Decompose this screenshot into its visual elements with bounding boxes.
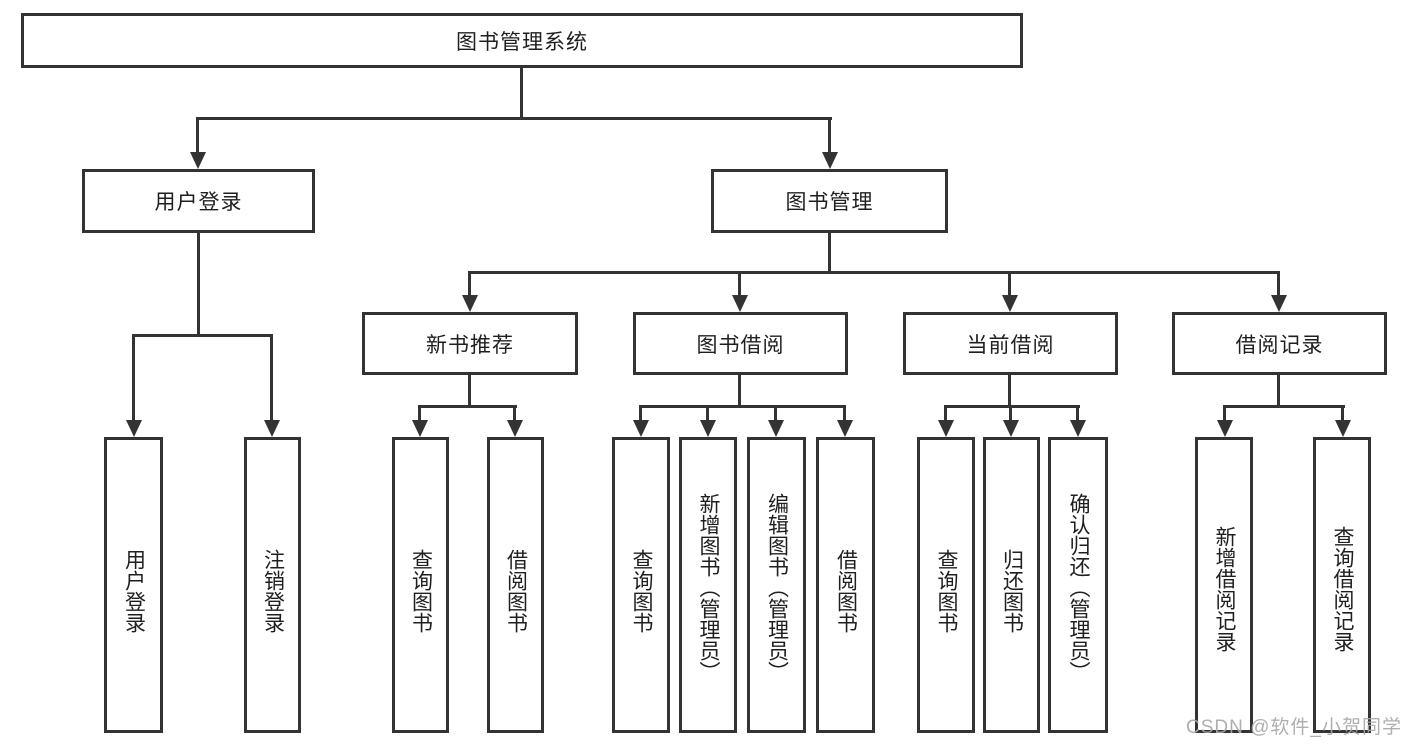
leaf-add-borrow-record-label: 新增借阅记录: [1213, 526, 1236, 652]
leaf-borrow-book-1: 借阅图书: [487, 437, 544, 733]
connector-line: [520, 68, 523, 119]
leaf-user-login: 用户登录: [104, 437, 163, 733]
node-book-borrow: 图书借阅: [633, 312, 848, 375]
connector-line: [418, 405, 517, 408]
arrowhead-down-icon: [837, 420, 853, 437]
leaf-query-book-2-label: 查询图书: [630, 549, 653, 633]
leaf-edit-book-admin-label: 编辑图书（管理员）: [765, 492, 789, 682]
connector-line: [132, 334, 135, 421]
connector-line: [132, 334, 273, 337]
leaf-borrow-book-2: 借阅图书: [816, 437, 875, 733]
connector-line: [468, 271, 1280, 274]
leaf-logout: 注销登录: [244, 437, 301, 733]
arrowhead-down-icon: [1335, 420, 1351, 437]
leaf-query-book-1-label: 查询图书: [409, 549, 433, 633]
arrowhead-down-icon: [1217, 420, 1233, 437]
connector-line: [774, 405, 777, 421]
arrowhead-down-icon: [1070, 420, 1086, 437]
arrowhead-down-icon: [462, 295, 478, 312]
leaf-query-book-2: 查询图书: [612, 437, 670, 733]
connector-line: [1223, 405, 1345, 408]
leaf-borrow-book-2-label: 借阅图书: [834, 549, 858, 633]
arrowhead-down-icon: [700, 420, 716, 437]
connector-line: [706, 405, 709, 421]
arrowhead-down-icon: [768, 420, 784, 437]
connector-line: [197, 233, 200, 337]
node-user-login: 用户登录: [82, 169, 315, 233]
connector-line: [828, 117, 831, 153]
leaf-query-book-1: 查询图书: [392, 437, 449, 733]
node-root-label: 图书管理系统: [456, 30, 588, 54]
connector-line: [639, 405, 642, 421]
leaf-query-borrow-record: 查询借阅记录: [1313, 437, 1371, 733]
node-new-book-recommend: 新书推荐: [362, 312, 578, 375]
arrowhead-down-icon: [732, 295, 748, 312]
leaf-query-borrow-record-label: 查询借阅记录: [1331, 526, 1354, 652]
connector-line: [513, 405, 516, 421]
connector-line: [196, 117, 199, 153]
arrowhead-down-icon: [507, 420, 523, 437]
leaf-add-book-admin-label: 新增图书（管理员）: [697, 492, 720, 682]
leaf-borrow-book-1-label: 借阅图书: [504, 549, 528, 633]
connector-line: [639, 405, 846, 408]
connector-line: [944, 405, 1080, 408]
leaf-query-book-3: 查询图书: [917, 437, 975, 733]
connector-line: [270, 334, 273, 421]
node-book-management: 图书管理: [711, 169, 948, 233]
connector-line: [843, 405, 846, 421]
arrowhead-down-icon: [938, 420, 954, 437]
connector-line: [468, 375, 471, 407]
connector-line: [1008, 375, 1011, 407]
arrowhead-down-icon: [1271, 295, 1287, 312]
csdn-watermark: CSDN @软件_小贺同学: [1186, 717, 1402, 738]
node-borrow-record-label: 借阅记录: [1235, 333, 1324, 357]
leaf-add-borrow-record: 新增借阅记录: [1195, 437, 1253, 733]
leaf-confirm-return-admin-label: 确认归还（管理员）: [1067, 492, 1090, 682]
leaf-return-book-label: 归还图书: [1000, 549, 1024, 633]
connector-line: [1277, 271, 1280, 296]
leaf-confirm-return-admin: 确认归还（管理员）: [1048, 437, 1108, 733]
arrowhead-down-icon: [190, 152, 206, 169]
connector-line: [1076, 405, 1079, 421]
arrowhead-down-icon: [1002, 295, 1018, 312]
node-root: 图书管理系统: [21, 13, 1023, 68]
connector-line: [738, 375, 741, 407]
arrowhead-down-icon: [412, 420, 428, 437]
node-book-borrow-label: 图书借阅: [696, 333, 785, 357]
leaf-return-book: 归还图书: [983, 437, 1040, 733]
leaf-query-book-3-label: 查询图书: [935, 549, 958, 633]
node-new-book-recommend-label: 新书推荐: [426, 333, 514, 357]
arrowhead-down-icon: [264, 420, 280, 437]
arrowhead-down-icon: [822, 152, 838, 169]
connector-line: [1009, 405, 1012, 421]
connector-line: [1341, 405, 1344, 421]
connector-line: [1223, 405, 1226, 421]
connector-line: [468, 271, 471, 296]
connector-line: [1008, 271, 1011, 296]
connector-line: [197, 117, 832, 120]
connector-line: [944, 405, 947, 421]
leaf-add-book-admin: 新增图书（管理员）: [679, 437, 737, 733]
arrowhead-down-icon: [633, 420, 649, 437]
node-book-management-label: 图书管理: [785, 191, 874, 214]
connector-line: [828, 233, 831, 274]
connector-line: [418, 405, 421, 421]
node-current-borrow-label: 当前借阅: [966, 333, 1055, 357]
connector-line: [738, 271, 741, 296]
leaf-logout-label: 注销登录: [261, 549, 285, 633]
node-current-borrow: 当前借阅: [903, 312, 1118, 375]
arrowhead-down-icon: [1003, 420, 1019, 437]
connector-line: [1277, 375, 1280, 407]
node-borrow-record: 借阅记录: [1172, 312, 1387, 375]
leaf-user-login-label: 用户登录: [122, 549, 146, 633]
node-user-login-label: 用户登录: [154, 191, 243, 214]
arrowhead-down-icon: [126, 420, 142, 437]
leaf-edit-book-admin: 编辑图书（管理员）: [747, 437, 806, 733]
